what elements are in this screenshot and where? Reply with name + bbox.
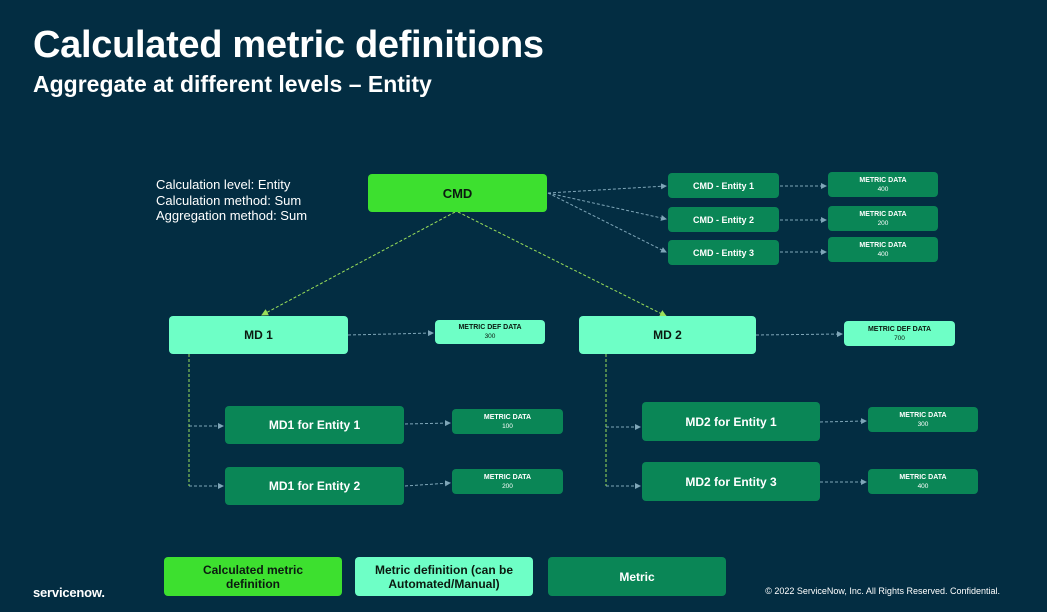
slide-subtitle: Aggregate at different levels – Entity	[33, 71, 432, 97]
edge-cmd-md1	[261, 211, 456, 316]
cmd-entity-1-metric-data: METRIC DATA 400	[828, 172, 938, 197]
md2-metric-def-data: METRIC DEF DATA 700	[844, 321, 955, 346]
data-value: 100	[502, 422, 513, 430]
legend-metric-definition: Metric definition (can be Automated/Manu…	[355, 557, 533, 596]
edge-cmd-entity-3	[547, 192, 667, 253]
copyright-notice: © 2022 ServiceNow, Inc. All Rights Reser…	[765, 586, 1000, 596]
data-label: METRIC DEF DATA	[458, 324, 522, 331]
aggregation-method: Aggregation method: Sum	[156, 208, 308, 223]
data-value: 200	[877, 219, 889, 227]
data-value: 200	[502, 482, 513, 490]
data-value: 700	[894, 334, 905, 342]
edge-md1-def-data	[347, 330, 434, 337]
md1-entity-2-metric-data: METRIC DATA 200	[452, 469, 563, 494]
calculation-level: Calculation level: Entity	[156, 177, 291, 192]
legend-metric: Metric	[548, 557, 726, 596]
edge-cmd-entity-1	[547, 183, 667, 194]
data-label: METRIC DATA	[899, 411, 947, 419]
data-value: 400	[917, 482, 929, 490]
data-label: METRIC DEF DATA	[867, 325, 932, 333]
calculation-method: Calculation method: Sum	[156, 192, 302, 208]
data-value: 300	[917, 420, 929, 428]
servicenow-logo: servicenow.	[33, 585, 105, 600]
data-label: METRIC DATA	[483, 413, 532, 421]
edge-md2-entity-1-data	[819, 418, 867, 425]
cmd-entity-1-node: CMD - Entity 1	[668, 173, 779, 198]
edge-cmd-md2	[457, 211, 667, 317]
data-label: METRIC DATA	[483, 473, 532, 481]
cmd-entity-2-metric-data: METRIC DATA 200	[828, 206, 938, 231]
md1-node: MD 1	[169, 316, 348, 354]
slide-title: Calculated metric definitions	[33, 24, 544, 66]
edge-md1-entity-2-data	[404, 480, 451, 487]
edge-cmd-entity-2	[547, 192, 667, 221]
md2-node: MD 2	[579, 316, 756, 354]
md2-entity-3-metric-data: METRIC DATA 400	[868, 469, 978, 494]
md1-entity-1-metric-data: METRIC DATA 100	[452, 409, 563, 434]
cmd-entity-3-metric-data: METRIC DATA 400	[828, 237, 938, 262]
md2-entity-1-node: MD2 for Entity 1	[642, 402, 820, 441]
data-label: METRIC DATA	[859, 210, 907, 218]
edge-md1-entity-1-data	[404, 420, 451, 427]
data-value: 400	[877, 250, 889, 258]
cmd-entity-2-node: CMD - Entity 2	[668, 207, 779, 232]
data-label: METRIC DATA	[859, 176, 907, 184]
md2-entity-3-node: MD2 for Entity 3	[642, 462, 820, 501]
cmd-node: CMD	[368, 174, 547, 212]
data-value: 400	[877, 185, 889, 193]
data-value: 300	[484, 333, 496, 340]
calculation-info: Calculation level: Entity Calculation me…	[156, 177, 307, 224]
md1-entity-1-node: MD1 for Entity 1	[225, 406, 404, 444]
md2-entity-1-metric-data: METRIC DATA 300	[868, 407, 978, 432]
md1-entity-2-node: MD1 for Entity 2	[225, 467, 404, 505]
data-label: METRIC DATA	[859, 241, 907, 249]
data-label: METRIC DATA	[899, 473, 947, 481]
md1-metric-def-data: METRIC DEF DATA 300	[435, 320, 545, 344]
legend-calculated-metric-definition: Calculated metric definition	[164, 557, 342, 596]
cmd-entity-3-node: CMD - Entity 3	[668, 240, 779, 265]
edge-md2-def-data	[755, 331, 843, 338]
